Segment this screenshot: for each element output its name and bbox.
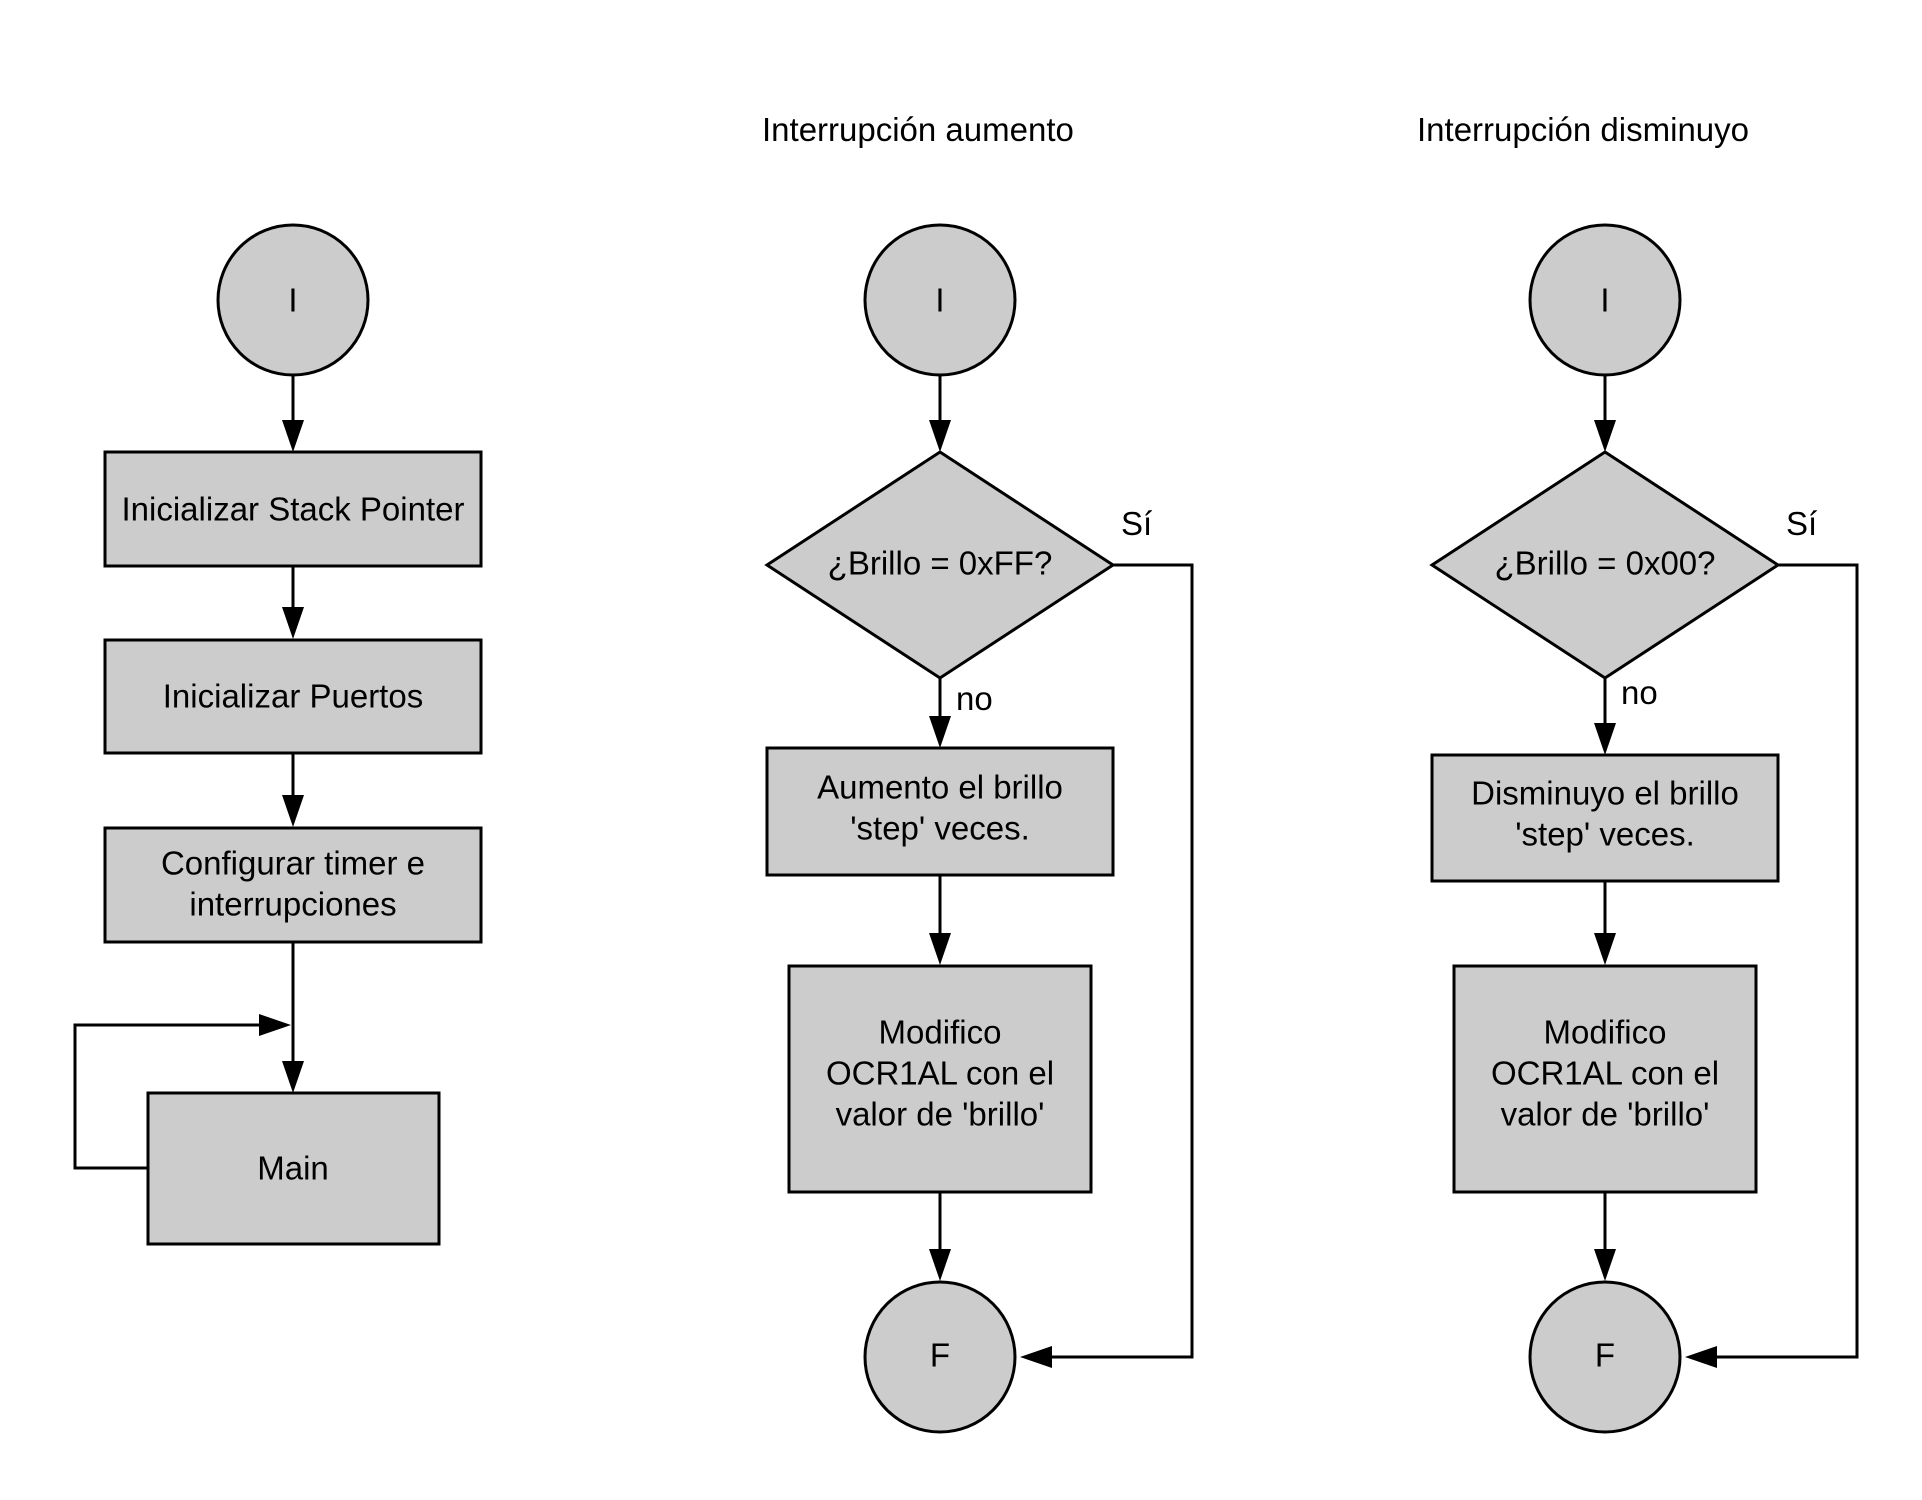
arrowhead — [1594, 933, 1616, 965]
disminuyo-modify-label-line2: OCR1AL con el — [1491, 1055, 1719, 1092]
arrowhead — [929, 1249, 951, 1281]
title-disminuyo: Interrupción disminuyo — [1417, 111, 1749, 148]
arrowhead — [1594, 420, 1616, 452]
aumento-modify-box — [787, 964, 1093, 1194]
arrowhead — [929, 933, 951, 965]
main-label: Main — [257, 1150, 329, 1187]
aumento-step-box — [765, 746, 1115, 877]
title-aumento: Interrupción aumento — [762, 111, 1074, 148]
arrowhead — [1594, 1249, 1616, 1281]
aumento-modify-label-line2: OCR1AL con el — [826, 1055, 1054, 1092]
aumento-step-label-line1: Aumento el brillo — [817, 769, 1063, 806]
disminuyo-yes-edge — [1717, 563, 1859, 1359]
aumento-modify-label-line3: valor de 'brillo' — [836, 1096, 1045, 1133]
disminuyo-yes-label: Sí — [1786, 505, 1817, 542]
aumento-modify-label-line1: Modifico — [879, 1014, 1002, 1051]
arrowhead — [929, 420, 951, 452]
init-ports-label: Inicializar Puertos — [163, 678, 423, 715]
config-timer-label-line2: interrupciones — [189, 886, 396, 923]
arrowhead — [282, 1061, 304, 1093]
disminuyo-flow: I ¿Brillo = 0x00? Sí no Disminuyo el bri… — [1429, 223, 1859, 1434]
aumento-yes-edge — [1052, 563, 1194, 1359]
config-timer-label-line1: Configurar timer e — [161, 845, 425, 882]
aumento-flow: I ¿Brillo = 0xFF? Sí no Aumento el brill… — [764, 223, 1194, 1434]
disminuyo-modify-label-line1: Modifico — [1544, 1014, 1667, 1051]
main-start-label: I — [288, 282, 297, 319]
disminuyo-start-label: I — [1600, 282, 1609, 319]
arrowhead — [259, 1014, 291, 1036]
disminuyo-step-label-line1: Disminuyo el brillo — [1471, 775, 1739, 812]
config-timer-box — [103, 826, 483, 944]
aumento-start-label: I — [935, 282, 944, 319]
main-loop-edge — [73, 1023, 259, 1170]
arrowhead — [1594, 723, 1616, 755]
disminuyo-decision-label: ¿Brillo = 0x00? — [1494, 545, 1715, 582]
disminuyo-modify-label-line3: valor de 'brillo' — [1501, 1096, 1710, 1133]
aumento-no-label: no — [956, 680, 993, 717]
init-stack-pointer-label: Inicializar Stack Pointer — [122, 491, 465, 528]
arrowhead — [282, 795, 304, 827]
init-stack-pointer-box — [103, 450, 483, 568]
arrowhead — [282, 607, 304, 639]
arrowhead — [1685, 1346, 1717, 1368]
aumento-end-node — [863, 1280, 1017, 1434]
disminuyo-modify-box — [1452, 964, 1758, 1194]
disminuyo-step-box — [1430, 753, 1780, 883]
disminuyo-end-label: F — [1595, 1337, 1615, 1374]
aumento-end-label: F — [930, 1337, 950, 1374]
aumento-step-label-line2: 'step' veces. — [850, 810, 1030, 847]
arrowhead — [929, 716, 951, 748]
disminuyo-step-label-line2: 'step' veces. — [1515, 816, 1695, 853]
main-flow: I Inicializar Stack Pointer Inicializar … — [73, 223, 483, 1246]
aumento-yes-label: Sí — [1121, 505, 1152, 542]
aumento-decision-label: ¿Brillo = 0xFF? — [828, 545, 1053, 582]
disminuyo-no-label: no — [1621, 674, 1658, 711]
arrowhead — [282, 420, 304, 452]
disminuyo-end-node — [1528, 1280, 1682, 1434]
arrowhead — [1020, 1346, 1052, 1368]
